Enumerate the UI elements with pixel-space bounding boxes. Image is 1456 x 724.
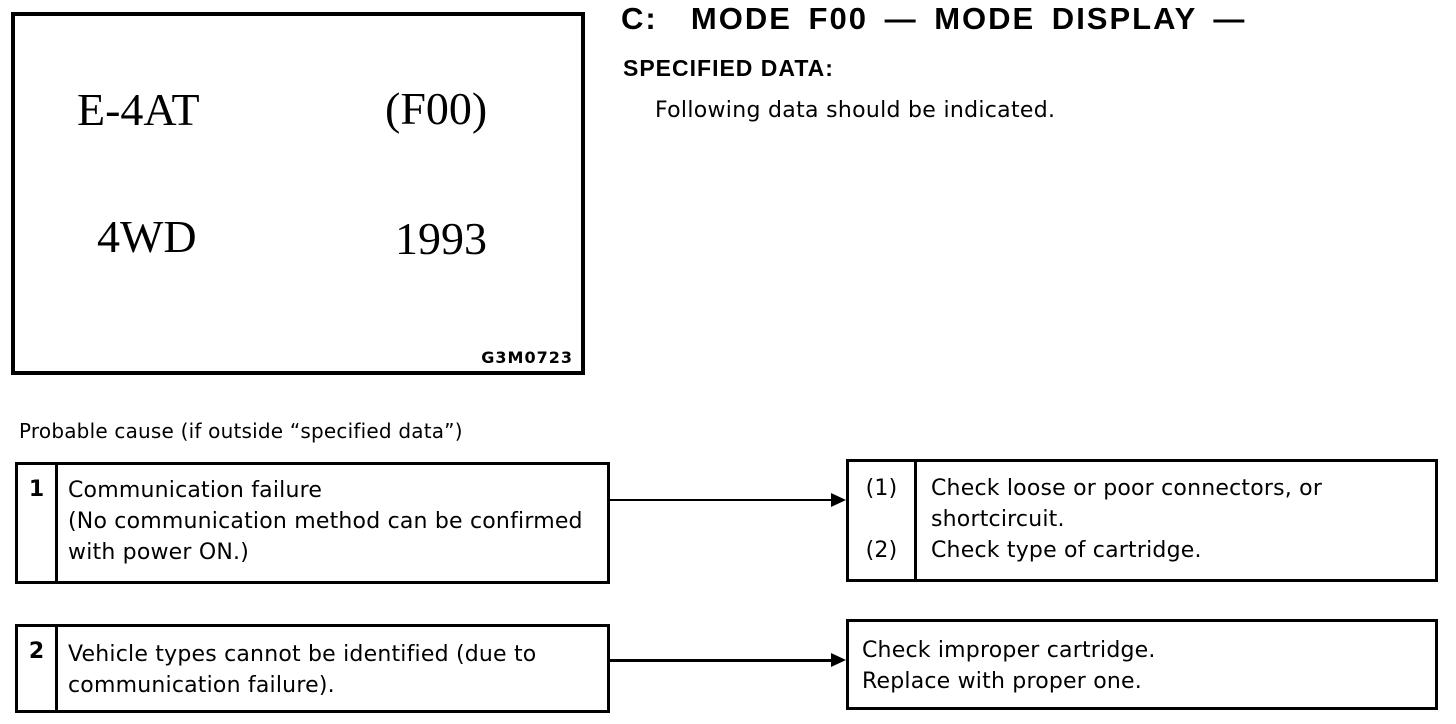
remedy-text-2: Check type of cartridge. xyxy=(931,538,1202,563)
panel-mode-value: (F00) xyxy=(385,83,488,134)
cause-number-2: 2 xyxy=(18,627,58,710)
probable-cause-label: Probable cause (if outside “specified da… xyxy=(19,419,463,443)
figure-code: G3M0723 xyxy=(481,348,573,367)
remedy-item-2: (2) Check type of cartridge. xyxy=(849,535,1435,566)
panel-transmission-value: E-4AT xyxy=(77,84,200,135)
flow-arrow-2 xyxy=(610,653,846,667)
remedy-box-1: (1) Check loose or poor connectors, or s… xyxy=(846,459,1438,582)
cause-text-1: Communication failure (No communication … xyxy=(68,478,583,565)
cause-box-1: 1 Communication failure (No communicatio… xyxy=(15,462,610,584)
remedy-list: (1) Check loose or poor connectors, or s… xyxy=(849,462,1435,579)
specified-data-note: Following data should be indicated. xyxy=(655,98,1056,123)
cause-box-2: 2 Vehicle types cannot be identified (du… xyxy=(15,624,610,713)
remedy-marker-1: (1) xyxy=(865,476,898,501)
cause-text-2: Vehicle types cannot be identified (due … xyxy=(68,642,537,698)
remedy-text-plain: Check improper cartridge. Replace with p… xyxy=(862,638,1156,694)
remedy-marker-2: (2) xyxy=(865,538,898,563)
remedy-item-1: (1) Check loose or poor connectors, or s… xyxy=(849,473,1435,535)
panel-year-value: 1993 xyxy=(395,213,487,264)
section-title: C: MODE F00 — MODE DISPLAY — xyxy=(621,1,1247,36)
arrow-shaft xyxy=(610,659,834,662)
remedy-box-2: Check improper cartridge. Replace with p… xyxy=(846,619,1438,710)
arrowhead-icon xyxy=(831,493,846,507)
column-divider xyxy=(914,462,917,579)
arrow-shaft xyxy=(610,499,834,501)
arrowhead-icon xyxy=(831,653,846,667)
specified-data-heading: SPECIFIED DATA: xyxy=(623,55,834,81)
mode-display-panel: E-4AT (F00) 4WD 1993 G3M0723 xyxy=(11,12,585,375)
cause-number-1: 1 xyxy=(18,465,58,581)
flow-arrow-1 xyxy=(610,493,846,507)
remedy-text-1: Check loose or poor connectors, or short… xyxy=(931,476,1323,532)
panel-drivetrain-value: 4WD xyxy=(97,211,197,262)
